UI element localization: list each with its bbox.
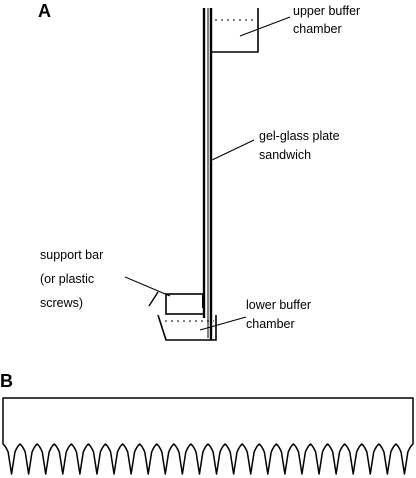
lower-buffer-label-line2: chamber [246,317,295,331]
gel-glass-label-line1: gel-glass plate [259,129,340,143]
support-bar-leader [124,276,171,297]
support-bar-label-line1: support bar [40,248,103,262]
upper-buffer-label-line1: upper buffer [293,4,360,18]
lower-buffer-label-line1: lower buffer [246,298,311,312]
panel-b-letter: B [0,371,13,391]
support-bar-label-line3: screws) [40,296,83,310]
support-bar-label-line2: (or plastic [40,272,94,286]
gel-glass-label-line2: sandwich [259,148,311,162]
upper-buffer-label-line2: chamber [293,22,342,36]
gel-glass-leader [211,139,255,161]
support-bar [148,291,205,315]
lower-buffer-leader [199,316,247,331]
gel-glass-plate-sandwich [202,8,213,340]
panel-a-labels: upper buffer chamber gel-glass plate san… [40,4,360,331]
upper-buffer-chamber [210,8,259,53]
lower-buffer-chamber [157,314,217,341]
panel-a-letter: A [38,1,51,21]
leader-lines [124,16,291,331]
upper-buffer-leader [239,16,291,37]
sample-comb [2,397,414,475]
